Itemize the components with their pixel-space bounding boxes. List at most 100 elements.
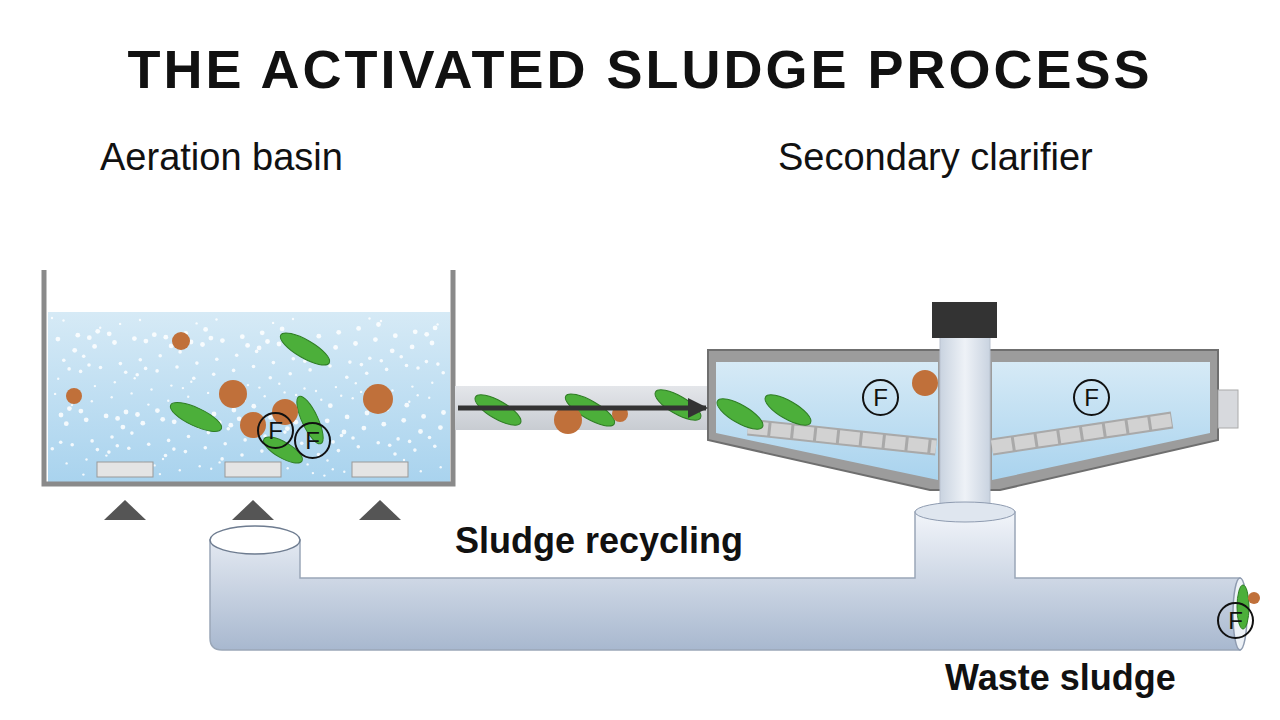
bubble bbox=[62, 358, 66, 362]
bubble bbox=[278, 383, 280, 385]
bubble bbox=[220, 338, 225, 343]
bubble bbox=[403, 459, 405, 461]
bubble bbox=[192, 376, 196, 380]
basin-water bbox=[48, 312, 450, 482]
pipe-opening bbox=[210, 526, 300, 554]
bubble bbox=[130, 431, 134, 435]
bubble bbox=[94, 385, 96, 387]
bubble bbox=[164, 454, 168, 458]
bubble bbox=[360, 363, 364, 367]
bubble bbox=[152, 332, 157, 337]
bubble bbox=[283, 430, 287, 434]
bubble bbox=[351, 436, 355, 440]
bacteria-floc bbox=[276, 327, 333, 371]
bubble bbox=[228, 423, 233, 428]
bubble bbox=[105, 454, 107, 456]
bubble bbox=[190, 381, 192, 383]
bubble bbox=[331, 440, 335, 444]
bubble bbox=[317, 453, 321, 457]
bubble bbox=[167, 439, 171, 443]
bubble bbox=[67, 367, 71, 371]
bubble bbox=[277, 342, 282, 347]
organic-particle bbox=[240, 412, 266, 438]
bubble bbox=[292, 318, 294, 320]
bubble bbox=[215, 357, 219, 361]
bubble bbox=[300, 442, 304, 446]
bubble bbox=[99, 327, 101, 329]
bubble bbox=[287, 467, 289, 469]
bubble bbox=[65, 462, 67, 464]
bubble bbox=[315, 390, 317, 392]
bubble bbox=[62, 319, 64, 321]
bubble bbox=[104, 414, 109, 419]
bubble bbox=[328, 403, 333, 408]
bubble bbox=[433, 444, 437, 448]
bubble bbox=[172, 419, 177, 424]
diagram-title: THE ACTIVATED SLUDGE PROCESS bbox=[0, 38, 1280, 100]
bubble bbox=[323, 474, 325, 476]
bubble bbox=[67, 406, 72, 411]
floc-letter: F bbox=[1084, 386, 1099, 410]
bubble bbox=[438, 425, 443, 430]
bubble bbox=[210, 468, 212, 470]
bubble bbox=[365, 411, 370, 416]
bubble bbox=[172, 447, 176, 451]
bubble bbox=[416, 366, 420, 370]
bacteria-floc bbox=[260, 432, 306, 468]
bubble bbox=[425, 360, 429, 364]
bubble bbox=[220, 457, 224, 461]
organic-particle bbox=[1248, 592, 1260, 604]
floc-marker: F bbox=[1073, 379, 1110, 416]
bubble bbox=[59, 441, 63, 445]
bubble bbox=[227, 427, 231, 431]
bubble bbox=[332, 468, 334, 470]
bubble bbox=[396, 437, 400, 441]
bubble bbox=[306, 463, 308, 465]
bubble bbox=[144, 367, 148, 371]
bubble bbox=[258, 386, 260, 388]
bubble bbox=[245, 343, 250, 348]
tank-heading: Secondary clarifier bbox=[778, 135, 1093, 181]
bubble bbox=[130, 392, 132, 394]
bubble bbox=[335, 386, 337, 388]
bubble bbox=[167, 400, 169, 402]
secondary-clarifier: Secondary clarifierFF bbox=[708, 135, 1220, 490]
bubble bbox=[365, 372, 369, 376]
floc-marker: F bbox=[1217, 602, 1254, 639]
bubble bbox=[385, 368, 389, 372]
bubble bbox=[251, 404, 256, 409]
bubble bbox=[360, 391, 362, 393]
settling-plates bbox=[992, 420, 1172, 447]
bubble bbox=[159, 473, 161, 475]
bubble bbox=[163, 335, 168, 340]
bubble bbox=[134, 377, 136, 379]
bubble bbox=[116, 444, 120, 448]
bubble bbox=[441, 371, 445, 375]
bubble bbox=[82, 355, 86, 359]
bubble bbox=[223, 442, 227, 446]
bubble bbox=[264, 395, 266, 397]
basin-wall bbox=[44, 270, 453, 484]
bubble bbox=[357, 445, 361, 449]
settling-plates bbox=[992, 420, 1172, 447]
pipe-opening bbox=[915, 502, 1015, 522]
bubble bbox=[353, 341, 358, 346]
diffuser bbox=[352, 462, 408, 477]
bubble bbox=[420, 470, 422, 472]
bacteria-floc bbox=[761, 389, 815, 431]
bubble bbox=[320, 399, 322, 401]
bubble bbox=[272, 361, 276, 365]
bubble bbox=[187, 435, 191, 439]
organic-particle bbox=[172, 332, 190, 350]
bubble bbox=[99, 366, 103, 370]
tank-heading: Aeration basin bbox=[100, 135, 343, 181]
bubble bbox=[441, 410, 446, 415]
bubble bbox=[121, 425, 126, 430]
diffuser bbox=[225, 462, 281, 477]
bubble bbox=[119, 362, 123, 366]
bubble bbox=[232, 369, 236, 373]
bubble bbox=[362, 426, 367, 431]
bubble bbox=[380, 359, 384, 363]
bubble bbox=[107, 331, 112, 336]
bubble bbox=[232, 408, 237, 413]
